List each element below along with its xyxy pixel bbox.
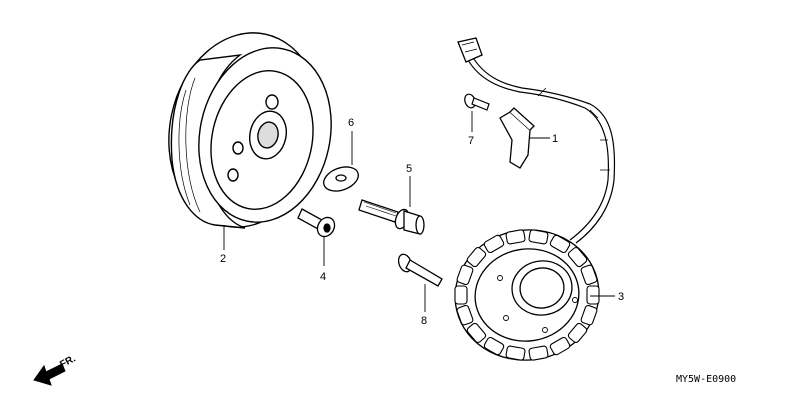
flange-bolt	[358, 199, 425, 235]
socket-bolt	[297, 208, 336, 238]
stator-coil	[580, 264, 598, 286]
front-direction-indicator: FR.	[33, 353, 78, 386]
callout-3: 3	[618, 291, 624, 303]
stator-coil	[528, 345, 549, 361]
callout-2: 2	[220, 253, 226, 265]
stator-coil	[549, 336, 571, 356]
wire-harness	[467, 55, 616, 244]
stator-coil	[466, 322, 487, 343]
front-direction-label: FR.	[58, 353, 78, 370]
wire-connector	[457, 37, 483, 63]
stator-coil	[505, 345, 526, 361]
stator-coil	[505, 229, 526, 245]
stator-coil	[456, 304, 474, 326]
stator-bolt-holes	[497, 275, 578, 333]
drawing-code: MY5W-E0900	[676, 374, 736, 385]
stator-coil	[528, 229, 549, 245]
flywheel-rotor	[168, 32, 332, 229]
stator-coils	[454, 229, 600, 361]
callout-1: 1	[552, 133, 558, 145]
small-bolt	[464, 93, 490, 111]
stator-coil	[456, 264, 474, 286]
callout-7: 7	[468, 135, 474, 147]
leader-lines	[223, 111, 615, 312]
stator-coil	[466, 247, 487, 268]
stator-coil	[549, 234, 571, 254]
washer	[323, 166, 359, 192]
flywheel-rim-lines	[178, 77, 201, 213]
wire-clamp	[499, 107, 535, 169]
stator-core	[474, 248, 580, 342]
stator-coil	[483, 234, 505, 254]
stator-coil	[580, 304, 598, 326]
stator-coil	[586, 285, 600, 305]
callout-5: 5	[406, 163, 412, 175]
callout-6: 6	[348, 117, 354, 129]
callout-4: 4	[320, 271, 326, 283]
stator-coil	[454, 285, 468, 305]
long-bolt	[397, 253, 443, 287]
front-arrow-icon	[33, 363, 66, 386]
stator-coil	[567, 322, 588, 343]
callout-8: 8	[421, 315, 427, 327]
stator-coil	[483, 336, 505, 356]
stator-coil	[567, 247, 588, 268]
callout-numbers: 1 2 3 4 5 6 7 8	[220, 117, 624, 327]
